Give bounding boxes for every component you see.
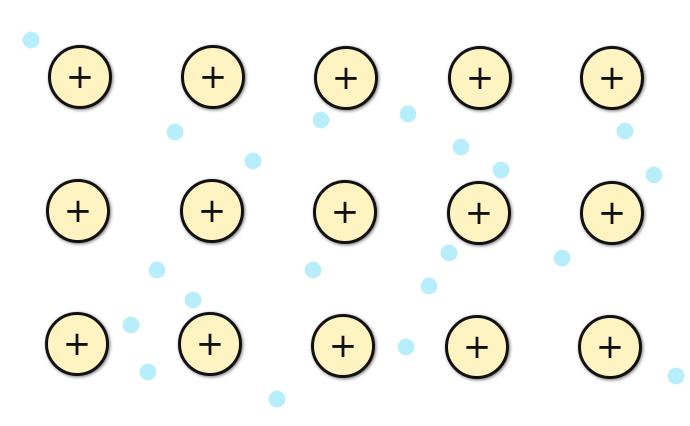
positive-ion: + [448, 46, 512, 110]
plus-sign: + [330, 192, 360, 232]
free-electron [493, 162, 509, 178]
positive-ion: + [178, 312, 242, 376]
plus-sign: + [198, 57, 228, 97]
free-electron [421, 278, 437, 294]
positive-ion: + [48, 45, 112, 109]
free-electron [149, 262, 165, 278]
plus-sign: + [65, 57, 95, 97]
plus-sign: + [328, 326, 358, 366]
positive-ion: + [445, 315, 509, 379]
positive-ion: + [578, 315, 642, 379]
plus-sign: + [62, 324, 92, 364]
free-electron [269, 391, 285, 407]
positive-ion: + [180, 179, 244, 243]
free-electron [668, 368, 684, 384]
free-electron [398, 339, 414, 355]
plus-sign: + [63, 191, 93, 231]
free-electron [167, 124, 183, 140]
free-electron [646, 167, 662, 183]
positive-ion: + [580, 46, 644, 110]
plus-sign: + [597, 58, 627, 98]
free-electron [453, 139, 469, 155]
free-electron [185, 292, 201, 308]
free-electron [140, 364, 156, 380]
positive-ion: + [311, 314, 375, 378]
free-electron [617, 123, 633, 139]
plus-sign: + [462, 327, 492, 367]
free-electron [554, 250, 570, 266]
positive-ion: + [447, 181, 511, 245]
free-electron [245, 153, 261, 169]
positive-ion: + [314, 46, 378, 110]
plus-sign: + [197, 191, 227, 231]
plus-sign: + [597, 193, 627, 233]
free-electron [313, 112, 329, 128]
positive-ion: + [313, 180, 377, 244]
free-electron [123, 317, 139, 333]
positive-ion: + [46, 179, 110, 243]
plus-sign: + [195, 324, 225, 364]
positive-ion: + [45, 312, 109, 376]
free-electron [441, 245, 457, 261]
free-electron [305, 262, 321, 278]
free-electron [23, 32, 39, 48]
plus-sign: + [331, 58, 361, 98]
free-electron [400, 106, 416, 122]
positive-ion: + [181, 45, 245, 109]
positive-ion: + [580, 181, 644, 245]
plus-sign: + [595, 327, 625, 367]
plus-sign: + [464, 193, 494, 233]
plus-sign: + [465, 58, 495, 98]
